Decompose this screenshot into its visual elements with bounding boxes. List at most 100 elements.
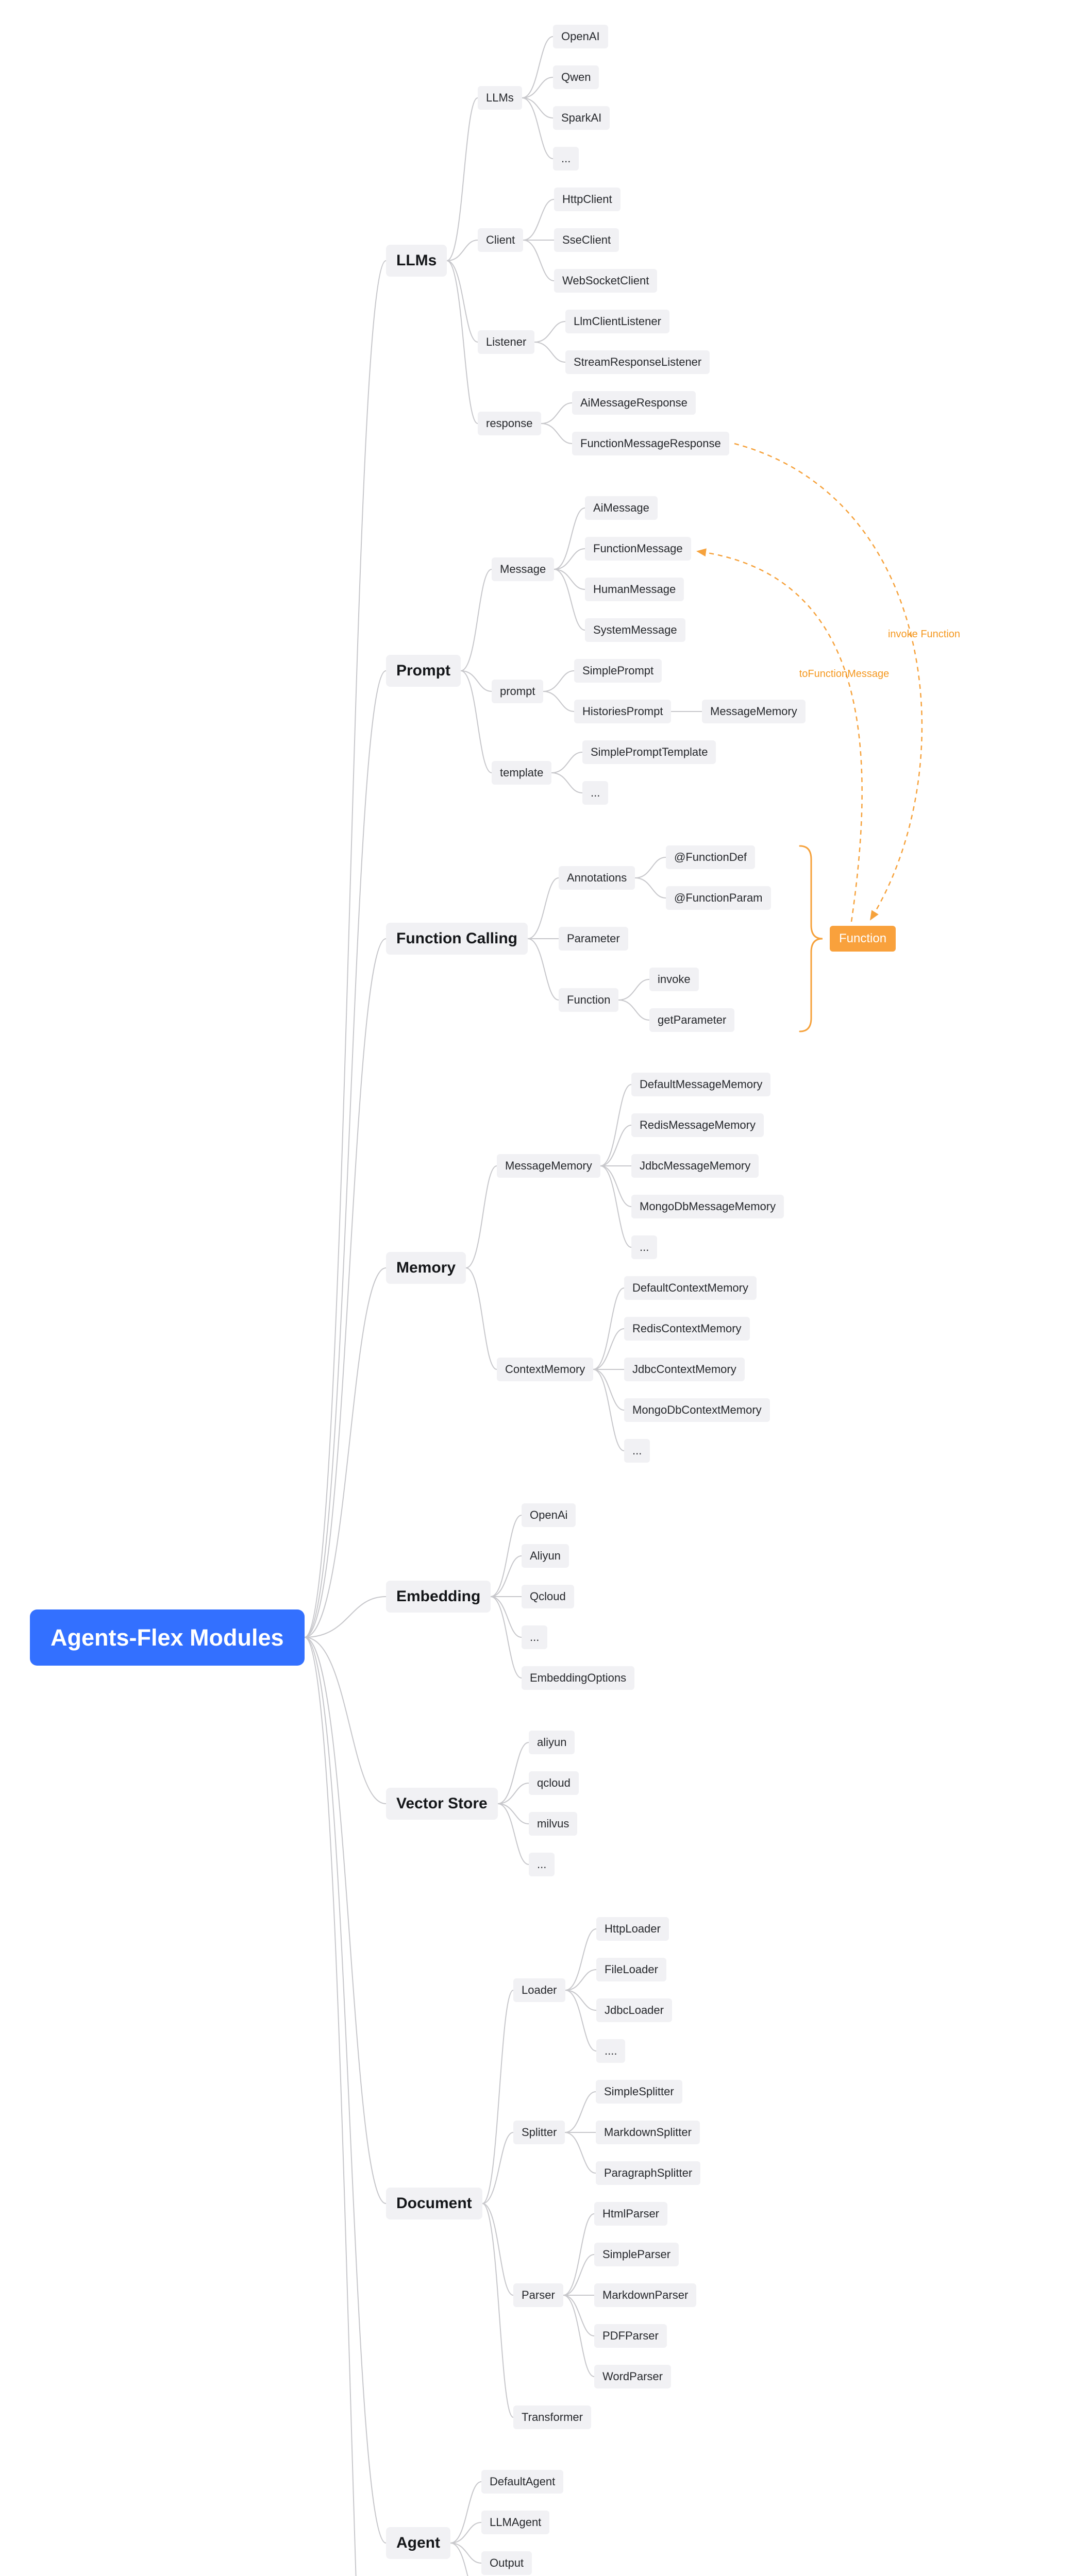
node-pdfparser[interactable]: PDFParser (594, 2324, 667, 2348)
node-agent[interactable]: Agent (386, 2527, 450, 2559)
connector-line (541, 423, 573, 444)
node-functiondef[interactable]: @FunctionDef (666, 845, 755, 869)
node-wordparser[interactable]: WordParser (594, 2365, 671, 2388)
node-llmclientlistener[interactable]: LlmClientListener (565, 310, 669, 333)
connector-line (563, 2295, 595, 2377)
node-qwen[interactable]: Qwen (553, 65, 599, 89)
node-response[interactable]: response (478, 412, 541, 435)
node-function[interactable]: Function (559, 988, 619, 1012)
node-htmlparser[interactable]: HtmlParser (594, 2202, 668, 2226)
node-paragraphsplitter[interactable]: ParagraphSplitter (596, 2161, 701, 2185)
node-annotations[interactable]: Annotations (559, 866, 635, 890)
function-node[interactable]: Function (830, 926, 896, 952)
node-aimessage[interactable]: AiMessage (585, 496, 658, 520)
node-fileloader[interactable]: FileLoader (596, 1958, 666, 1981)
node-llmagent[interactable]: LLMAgent (481, 2511, 550, 2534)
connector-line (600, 1084, 632, 1166)
node-markdownsplitter[interactable]: MarkdownSplitter (596, 2121, 700, 2144)
node-prompt[interactable]: prompt (492, 680, 544, 703)
connector-line (541, 402, 573, 424)
node-agents-flex-modules[interactable]: Agents-Flex Modules (30, 1609, 305, 1666)
node-aliyun[interactable]: aliyun (529, 1731, 575, 1754)
node-systemmessage[interactable]: SystemMessage (585, 618, 685, 642)
node-aimessageresponse[interactable]: AiMessageResponse (572, 391, 696, 415)
node-milvus[interactable]: milvus (529, 1812, 578, 1836)
node-more[interactable]: .... (596, 2039, 626, 2063)
connector-line (482, 2132, 514, 2204)
node-mongodbcontextmemory[interactable]: MongoDbContextMemory (624, 1398, 770, 1422)
node-simpleprompt[interactable]: SimplePrompt (574, 659, 662, 683)
node-message[interactable]: Message (492, 557, 555, 581)
node-more[interactable]: ... (582, 781, 609, 805)
node-functionmessageresponse[interactable]: FunctionMessageResponse (572, 432, 729, 455)
node-messagememory[interactable]: MessageMemory (702, 700, 806, 723)
node-functionmessage[interactable]: FunctionMessage (585, 537, 691, 561)
connector-line (304, 1267, 387, 1638)
node-qcloud[interactable]: qcloud (529, 1771, 579, 1795)
node-qcloud[interactable]: Qcloud (522, 1585, 574, 1608)
connector-line (534, 342, 566, 363)
node-parameter[interactable]: Parameter (559, 927, 628, 951)
node-simplesplitter[interactable]: SimpleSplitter (596, 2080, 682, 2104)
node-embedding[interactable]: Embedding (386, 1581, 491, 1613)
node-llms[interactable]: LLMs (386, 245, 447, 277)
node-transformer[interactable]: Transformer (513, 2405, 591, 2429)
node-simpleparser[interactable]: SimpleParser (594, 2243, 679, 2266)
node-openai[interactable]: OpenAI (553, 25, 608, 48)
node-mongodbmessagememory[interactable]: MongoDbMessageMemory (631, 1195, 784, 1218)
node-markdownparser[interactable]: MarkdownParser (594, 2283, 697, 2307)
connector-line (523, 240, 555, 281)
connector-line (600, 1125, 632, 1166)
node-rediscontextmemory[interactable]: RedisContextMemory (624, 1317, 750, 1341)
connector-line (497, 1783, 529, 1804)
node-jdbccontextmemory[interactable]: JdbcContextMemory (624, 1358, 745, 1381)
node-httpclient[interactable]: HttpClient (554, 188, 621, 211)
node-loader[interactable]: Loader (513, 1978, 565, 2002)
node-humanmessage[interactable]: HumanMessage (585, 578, 684, 601)
connector-line (522, 77, 554, 98)
node-historiesprompt[interactable]: HistoriesPrompt (574, 700, 672, 723)
node-httploader[interactable]: HttpLoader (596, 1917, 669, 1941)
node-simpleprompttemplate[interactable]: SimplePromptTemplate (582, 740, 716, 764)
node-more[interactable]: ... (631, 1235, 658, 1259)
node-defaultcontextmemory[interactable]: DefaultContextMemory (624, 1276, 757, 1300)
node-redismessagememory[interactable]: RedisMessageMemory (631, 1113, 764, 1137)
node-llms[interactable]: LLMs (478, 86, 522, 110)
connector-line (446, 97, 478, 261)
node-more[interactable]: ... (553, 147, 579, 171)
node-more[interactable]: ... (529, 1853, 555, 1876)
node-getparameter[interactable]: getParameter (649, 1008, 735, 1032)
node-jdbcloader[interactable]: JdbcLoader (596, 1998, 672, 2022)
connector-line (565, 1928, 597, 1991)
node-websocketclient[interactable]: WebSocketClient (554, 269, 658, 293)
node-function-calling[interactable]: Function Calling (386, 923, 528, 955)
node-more[interactable]: ... (522, 1625, 548, 1649)
node-functionparam[interactable]: @FunctionParam (666, 886, 771, 910)
node-contextmemory[interactable]: ContextMemory (497, 1358, 594, 1381)
node-more[interactable]: ... (624, 1439, 650, 1463)
node-parser[interactable]: Parser (513, 2283, 563, 2307)
node-vector-store[interactable]: Vector Store (386, 1788, 498, 1820)
node-invoke[interactable]: invoke (649, 968, 699, 991)
node-sparkai[interactable]: SparkAI (553, 106, 610, 130)
node-memory[interactable]: Memory (386, 1252, 466, 1284)
to-function-message-label: toFunctionMessage (799, 668, 890, 680)
node-aliyun[interactable]: Aliyun (522, 1544, 569, 1568)
connector-line (482, 2203, 514, 2296)
connector-line (460, 670, 492, 773)
node-embeddingoptions[interactable]: EmbeddingOptions (522, 1666, 635, 1690)
node-listener[interactable]: Listener (478, 330, 535, 354)
node-defaultagent[interactable]: DefaultAgent (481, 2470, 564, 2494)
node-splitter[interactable]: Splitter (513, 2121, 565, 2144)
node-sseclient[interactable]: SseClient (554, 228, 619, 252)
node-openai[interactable]: OpenAi (522, 1503, 576, 1527)
node-client[interactable]: Client (478, 228, 524, 252)
node-messagememory[interactable]: MessageMemory (497, 1154, 600, 1178)
node-prompt[interactable]: Prompt (386, 655, 461, 687)
node-output[interactable]: Output (481, 2551, 532, 2575)
node-jdbcmessagememory[interactable]: JdbcMessageMemory (631, 1154, 759, 1178)
node-defaultmessagememory[interactable]: DefaultMessageMemory (631, 1073, 771, 1096)
node-streamresponselistener[interactable]: StreamResponseListener (565, 350, 710, 374)
node-template[interactable]: template (492, 761, 552, 785)
node-document[interactable]: Document (386, 2188, 482, 2219)
